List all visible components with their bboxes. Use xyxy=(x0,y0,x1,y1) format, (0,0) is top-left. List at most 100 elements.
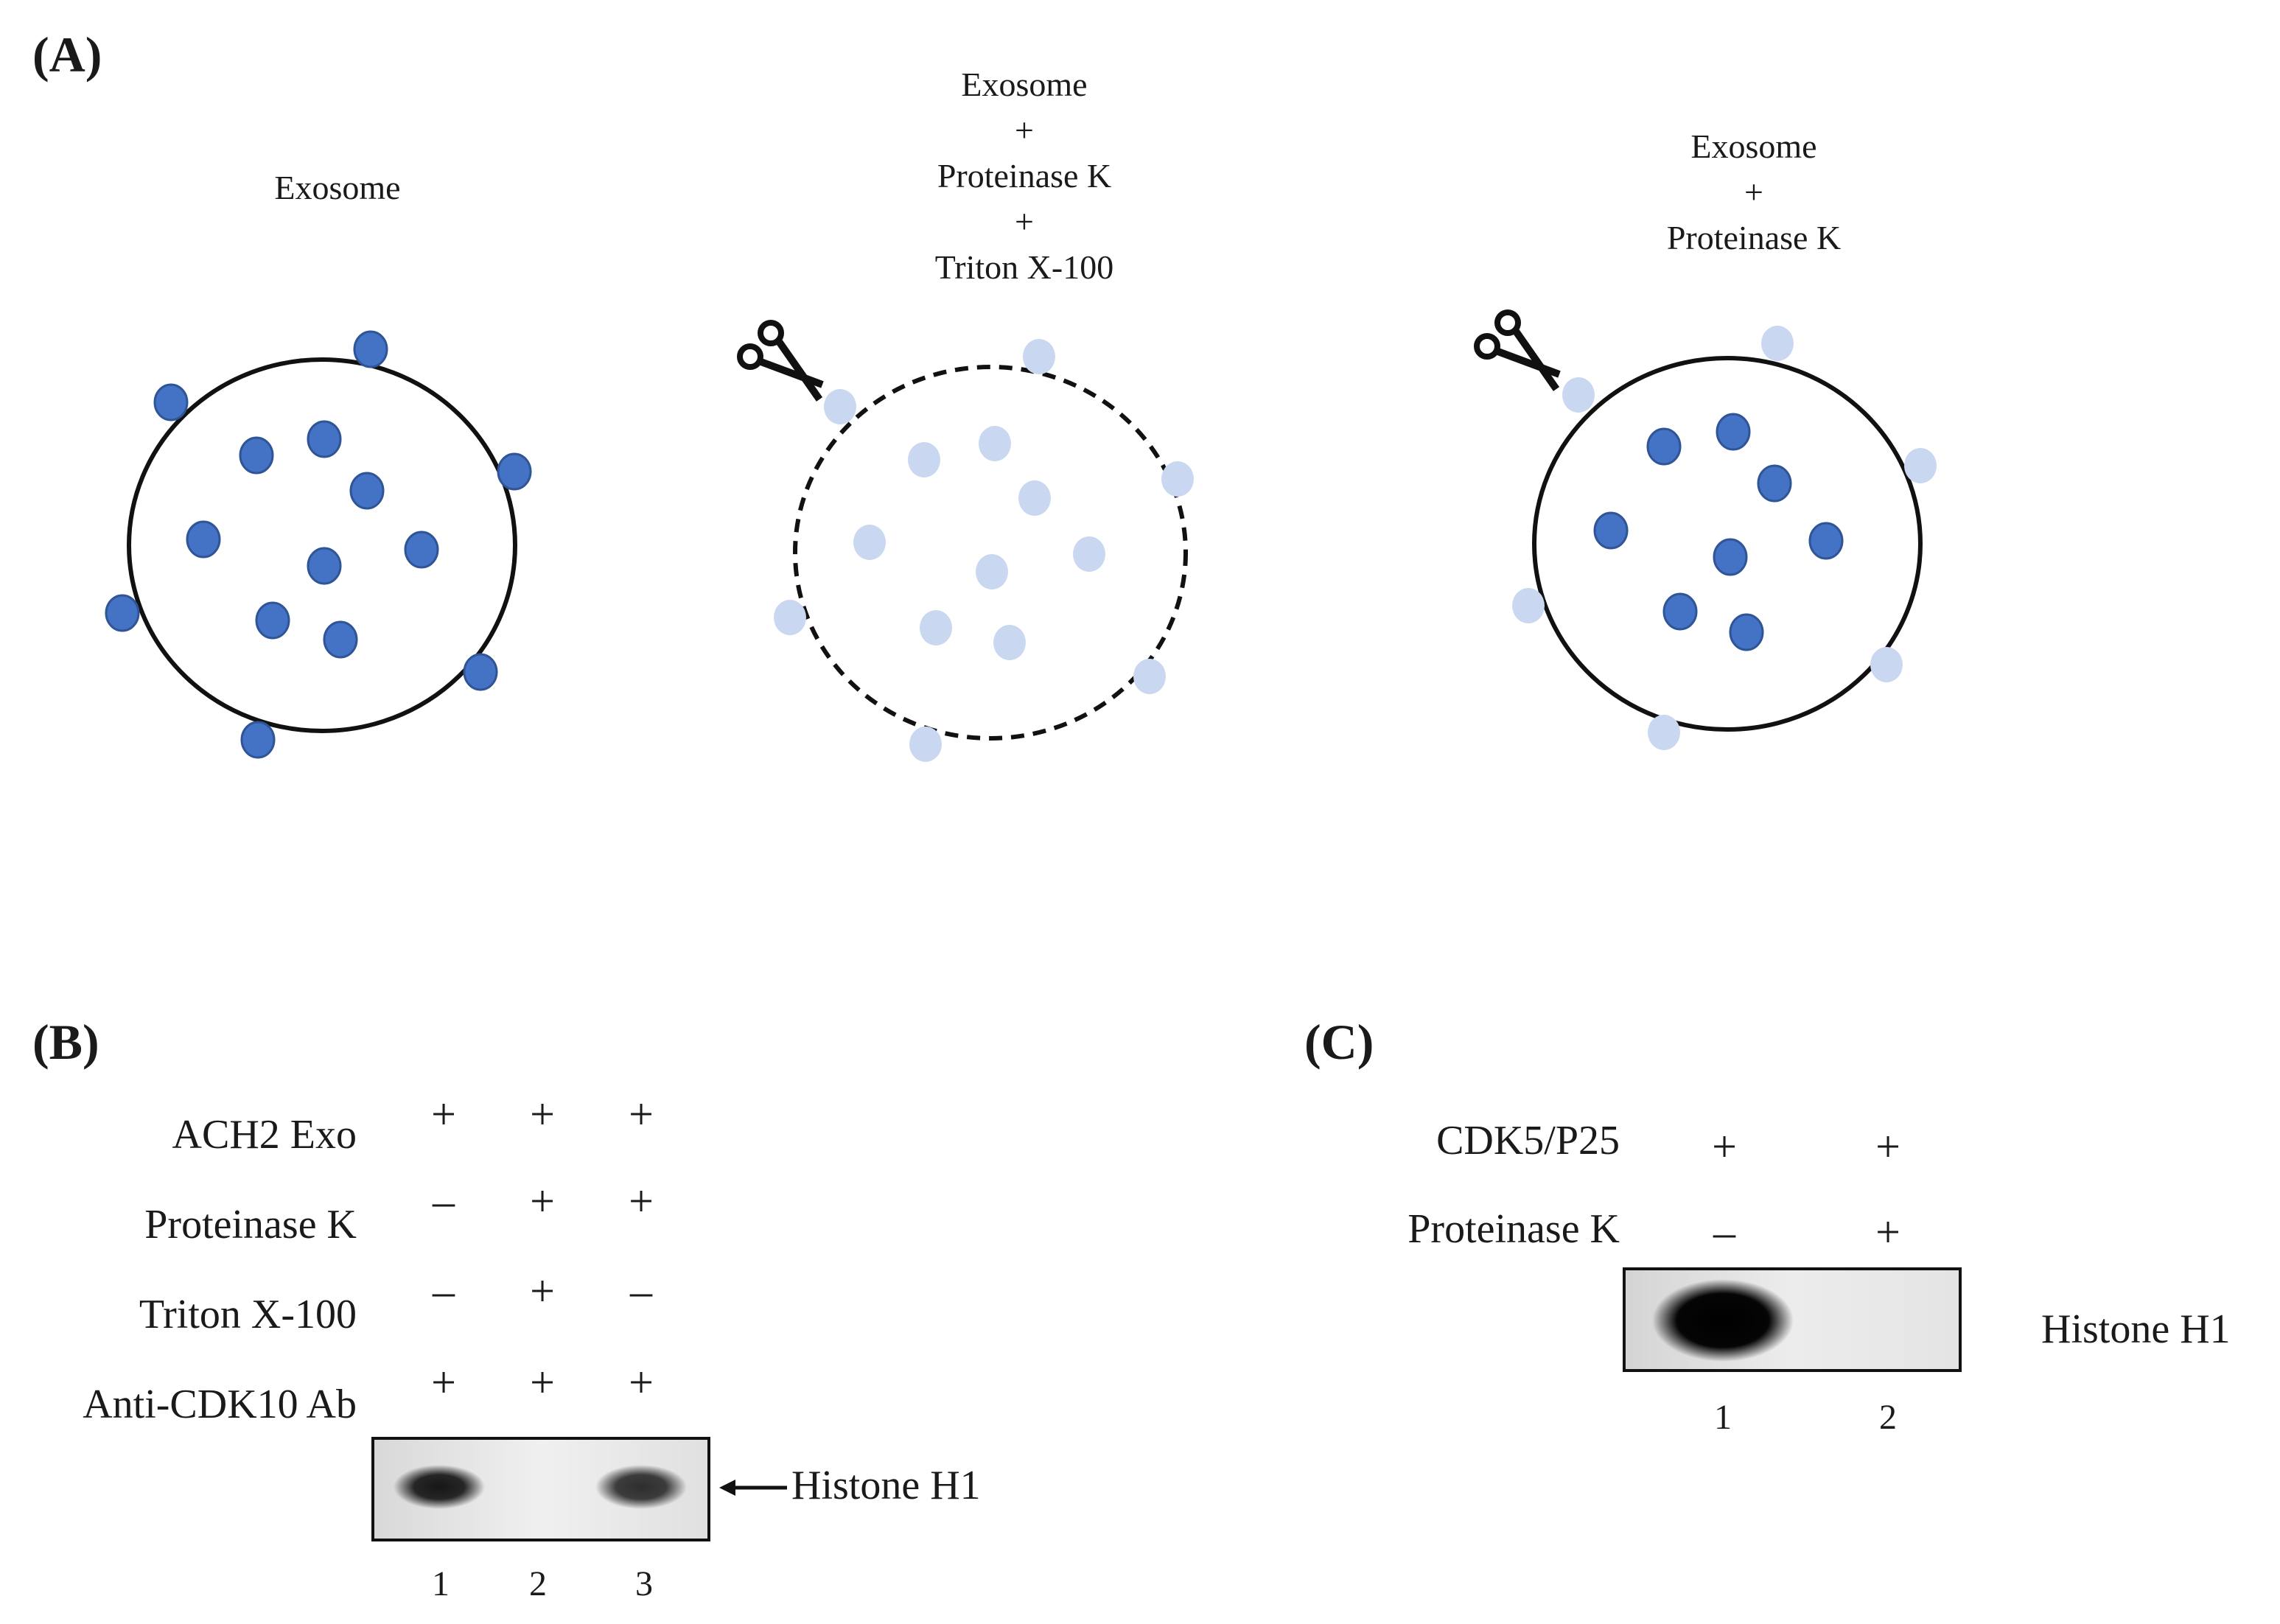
protein-intact xyxy=(307,420,342,458)
condition-2-line: + xyxy=(1015,111,1034,149)
protein-intact xyxy=(404,531,439,569)
row-label-triton: Triton X-100 xyxy=(139,1292,357,1337)
exosome-3-proteins xyxy=(1512,326,1937,750)
lane-c-1: 1 xyxy=(1714,1398,1732,1437)
protein-digested xyxy=(774,600,806,635)
protein-digested xyxy=(1870,647,1903,682)
protein-intact xyxy=(353,330,388,368)
exosome-permeabilized-membrane xyxy=(793,365,1188,741)
protein-digested xyxy=(1161,461,1194,497)
protein-intact xyxy=(1729,613,1764,651)
sign-b-r4-l3: + xyxy=(629,1358,654,1407)
blot-b-bands xyxy=(394,1465,687,1509)
condition-2-line: Exosome xyxy=(961,66,1088,103)
protein-intact xyxy=(307,547,342,585)
lane-b-1: 1 xyxy=(432,1564,450,1603)
arrow-icon xyxy=(719,1480,787,1496)
condition-3-line: Exosome xyxy=(1690,127,1817,165)
protein-digested xyxy=(1023,339,1055,374)
sign-b-r1-l2: + xyxy=(530,1090,555,1138)
sign-b-r3-l3: – xyxy=(630,1267,652,1315)
panel-a-diagram xyxy=(105,309,1937,762)
protein-digested xyxy=(1073,536,1105,572)
protein-intact xyxy=(1757,464,1792,503)
lane-c-2: 2 xyxy=(1879,1398,1897,1437)
condition-1-line: Exosome xyxy=(274,169,401,206)
protein-digested xyxy=(1562,377,1595,413)
panel-b-label: (B) xyxy=(32,1014,99,1070)
protein-digested xyxy=(824,389,856,424)
row-label-anti-cdk10: Anti-CDK10 Ab xyxy=(83,1382,357,1427)
sign-b-r4-l1: + xyxy=(431,1358,456,1407)
protein-digested xyxy=(1512,588,1545,623)
sign-b-r4-l2: + xyxy=(530,1358,555,1407)
protein-intact xyxy=(323,620,358,659)
protein-intact xyxy=(1716,413,1751,451)
blot-band xyxy=(1652,1279,1794,1362)
sign-c-r1-l1: + xyxy=(1712,1122,1737,1171)
protein-intact xyxy=(1593,511,1629,550)
condition-2-label: Exosome + Proteinase K + Triton X-100 xyxy=(935,62,1113,290)
row-label-ach2-exo: ACH2 Exo xyxy=(172,1112,357,1158)
band-label-c: Histone H1 xyxy=(2041,1306,2231,1352)
protein-digested xyxy=(993,625,1026,660)
protein-intact xyxy=(186,520,221,559)
protein-intact xyxy=(240,721,276,759)
scissors-icon xyxy=(737,320,824,402)
exosome-protected-membrane xyxy=(1532,356,1923,732)
sign-c-r2-l2: + xyxy=(1875,1208,1900,1256)
condition-2-line: Proteinase K xyxy=(937,157,1112,195)
protein-digested xyxy=(908,442,940,477)
protein-intact xyxy=(105,594,140,632)
condition-3-line: + xyxy=(1744,173,1763,211)
sign-b-r1-l1: + xyxy=(431,1090,456,1138)
protein-intact xyxy=(1713,538,1748,576)
panel-c-blot xyxy=(1623,1267,1962,1372)
condition-2-line: + xyxy=(1015,203,1034,240)
protein-intact xyxy=(1646,427,1682,466)
sign-c-r2-l1: – xyxy=(1713,1208,1735,1256)
protein-digested xyxy=(909,727,942,762)
condition-3-label: Exosome + Proteinase K xyxy=(1667,124,1841,261)
protein-digested xyxy=(1018,480,1051,516)
row-label-proteinase-k: Proteinase K xyxy=(144,1202,357,1247)
sign-b-r3-l2: + xyxy=(530,1267,555,1315)
exosome-1-proteins xyxy=(105,330,532,759)
protein-intact xyxy=(153,383,189,421)
protein-intact xyxy=(1808,522,1844,560)
sign-c-r1-l2: + xyxy=(1875,1122,1900,1171)
sign-b-r1-l3: + xyxy=(629,1090,654,1138)
scissors-icon xyxy=(1474,309,1561,391)
protein-digested xyxy=(979,426,1011,461)
protein-digested xyxy=(1904,448,1937,483)
band-label-b: Histone H1 xyxy=(791,1463,981,1508)
lane-b-3: 3 xyxy=(635,1564,653,1603)
blot-band xyxy=(595,1465,687,1509)
sign-b-r2-l1: – xyxy=(433,1177,455,1225)
protein-intact xyxy=(463,653,498,691)
protein-digested xyxy=(976,554,1008,589)
panel-a-label: (A) xyxy=(32,27,102,83)
sign-b-r2-l2: + xyxy=(530,1177,555,1225)
protein-digested xyxy=(1648,715,1680,750)
blot-c-bands xyxy=(1652,1279,1794,1362)
condition-2-line: Triton X-100 xyxy=(934,248,1114,286)
lane-b-2: 2 xyxy=(529,1564,547,1603)
blot-band xyxy=(394,1465,485,1509)
panel-b-blot xyxy=(371,1437,710,1541)
row-label-proteinase-k-c: Proteinase K xyxy=(1407,1206,1620,1252)
protein-intact xyxy=(255,601,290,640)
protein-digested xyxy=(1761,326,1794,361)
exosome-intact-membrane xyxy=(127,357,517,733)
condition-1-label: Exosome xyxy=(274,165,400,211)
protein-digested xyxy=(853,525,886,560)
sign-b-r3-l1: – xyxy=(433,1267,455,1315)
protein-intact xyxy=(349,472,385,510)
protein-digested xyxy=(920,610,952,645)
protein-intact xyxy=(497,452,532,491)
protein-intact xyxy=(1662,592,1698,631)
protein-digested xyxy=(1133,659,1166,694)
protein-intact xyxy=(239,436,274,475)
panel-c-label: (C) xyxy=(1304,1014,1374,1070)
